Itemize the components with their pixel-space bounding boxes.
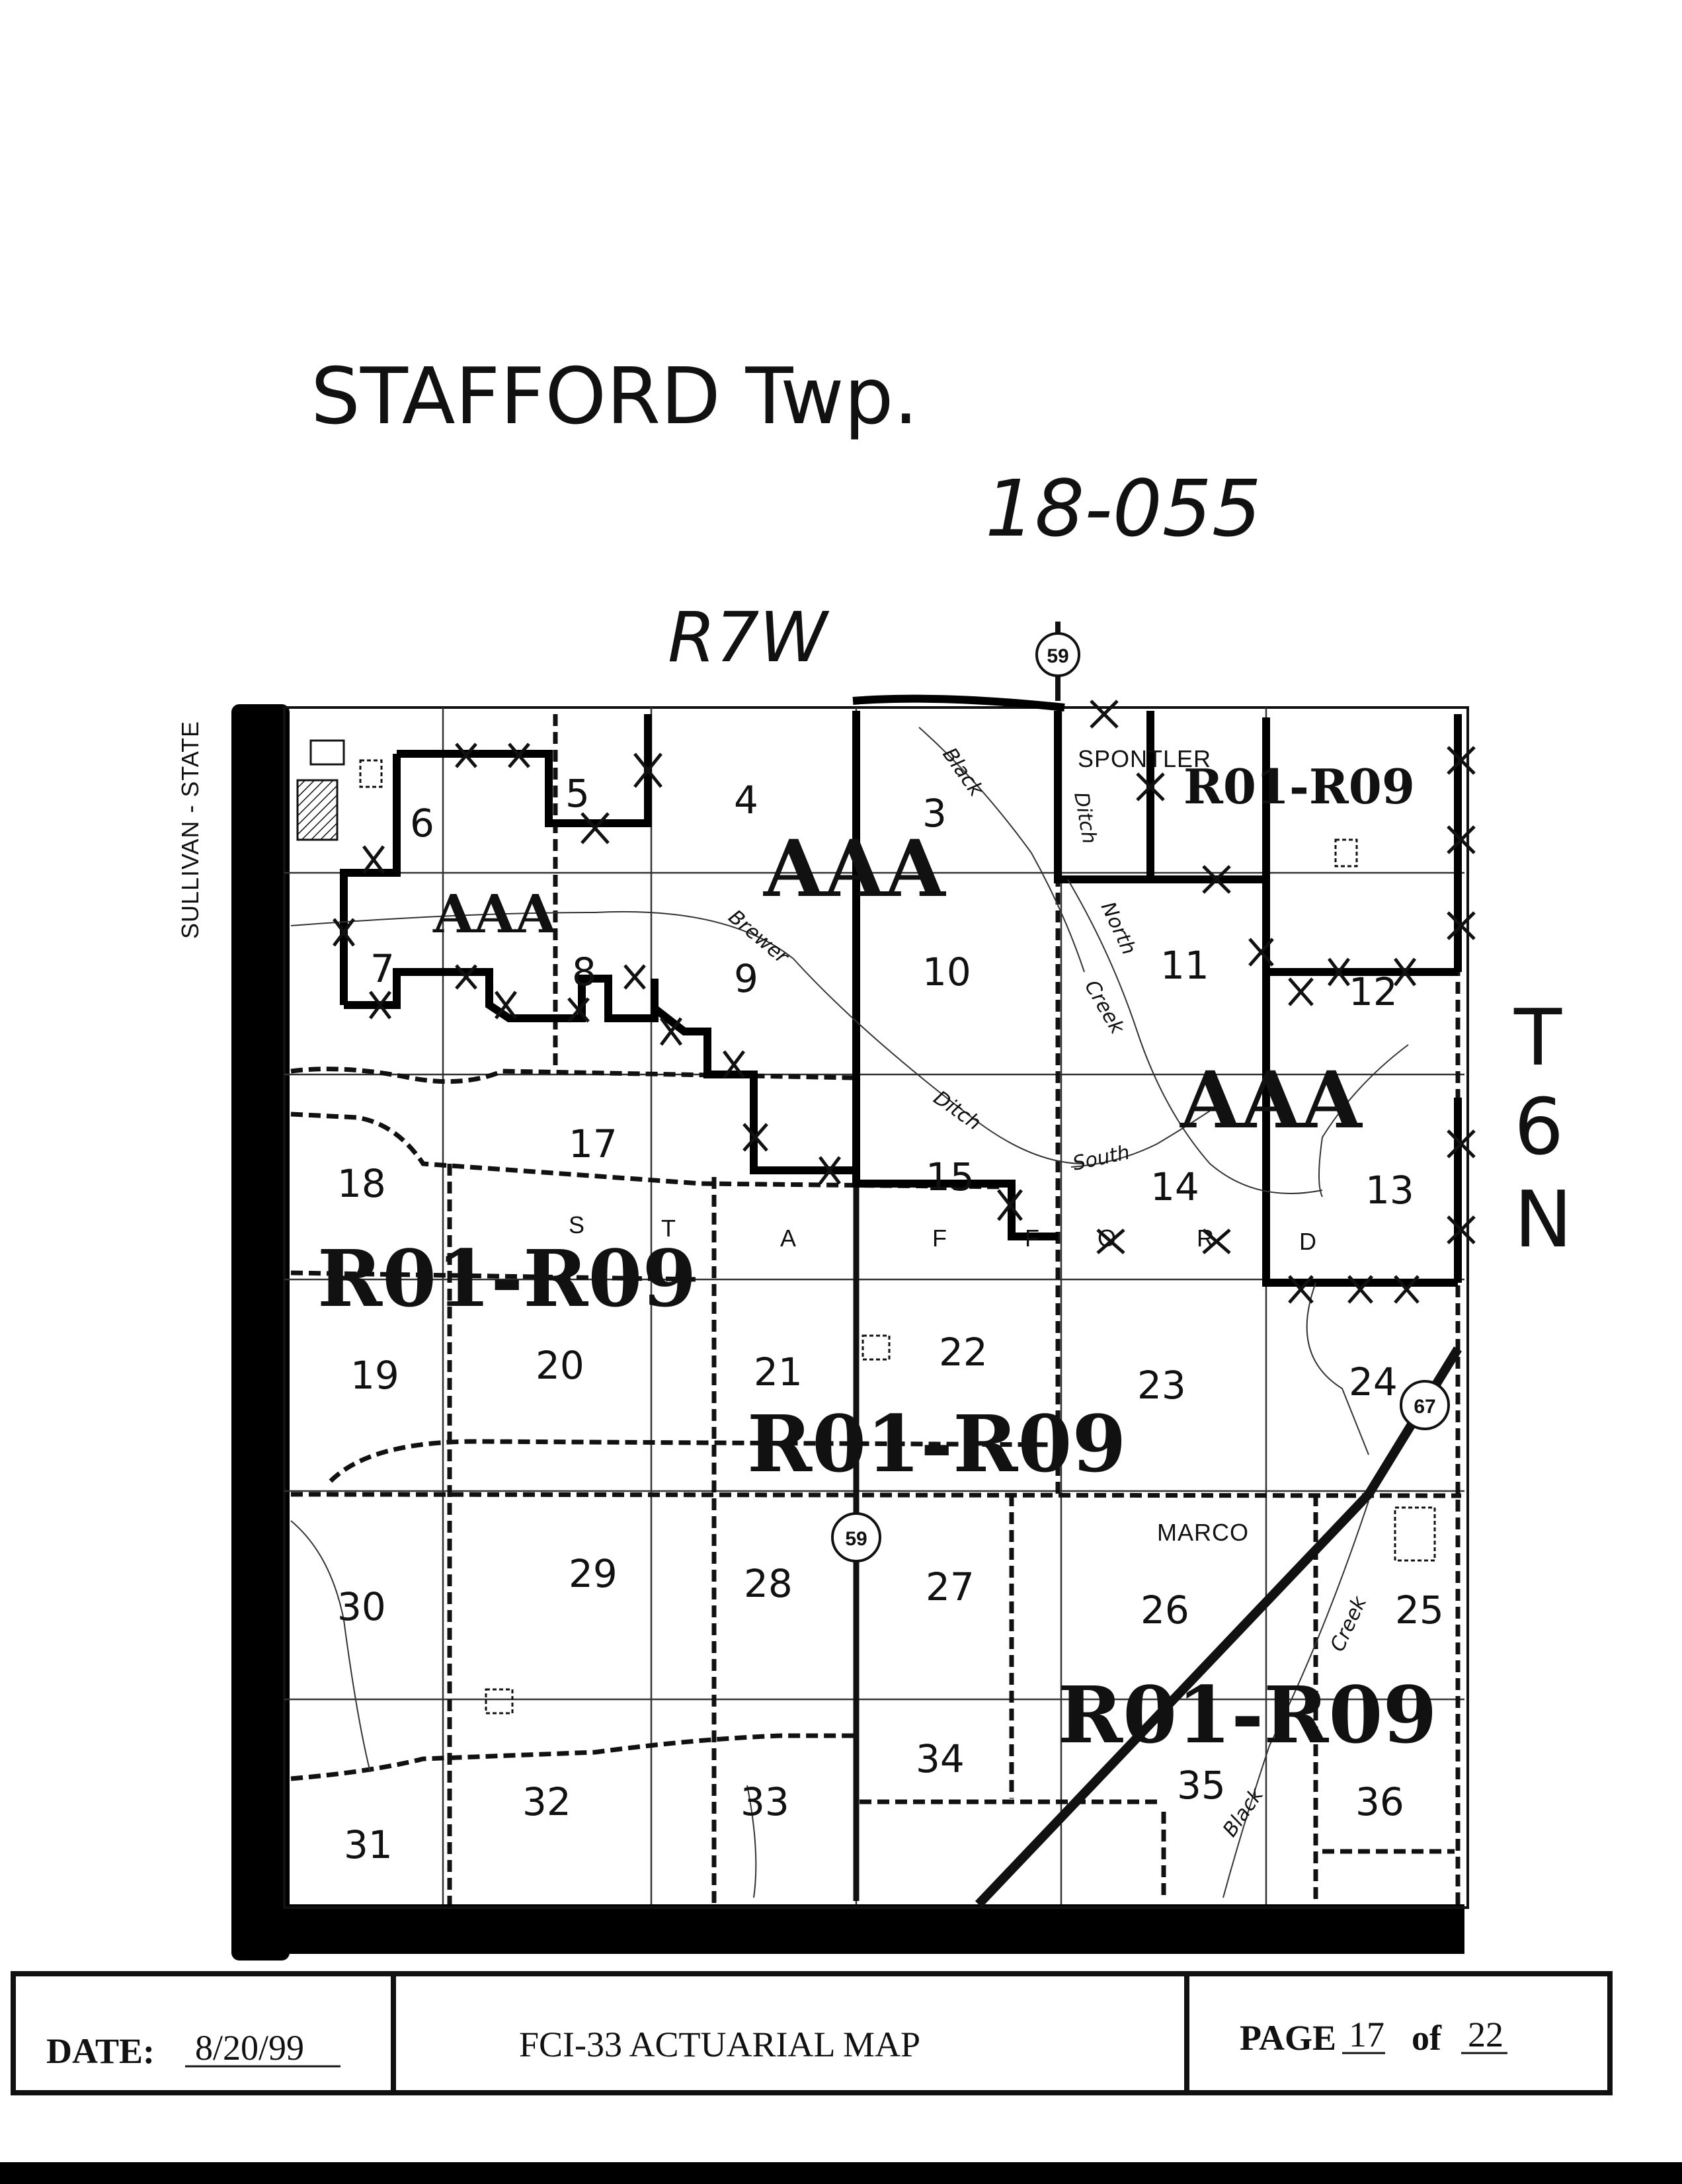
section-14: 14 [1150, 1164, 1199, 1209]
section-36: 36 [1355, 1779, 1404, 1824]
section-8: 8 [572, 950, 596, 994]
section-32: 32 [522, 1779, 571, 1824]
svg-text:67: 67 [1414, 1396, 1435, 1418]
roads [290, 714, 1462, 1904]
township-code: 18-055 [985, 463, 1262, 554]
footer-box: DATE: 8/20/99 FCI-33 ACTUARIAL MAP PAGE … [11, 1971, 1613, 2095]
highway-shield-59-mid: 59 [831, 1512, 881, 1562]
section-9: 9 [734, 956, 758, 1001]
south-county-boundary [231, 1904, 1464, 1954]
highway-shield-59-top: 59 [1035, 622, 1080, 701]
page-total: 22 [1468, 2015, 1503, 2054]
zone-r01-r09-southeast: R01-R09 [1058, 1669, 1437, 1761]
section-4: 4 [734, 778, 758, 823]
section-25: 25 [1395, 1588, 1444, 1633]
township-letter-d: D [1299, 1228, 1317, 1255]
section-22: 22 [939, 1330, 988, 1375]
township-letter-r: R [1197, 1225, 1215, 1252]
section-6: 6 [410, 801, 434, 846]
section-12: 12 [1349, 969, 1398, 1014]
section-28: 28 [744, 1561, 793, 1606]
town-marco: MARCO [1157, 1519, 1249, 1546]
section-5: 5 [565, 771, 590, 816]
page-number: 17 [1349, 2015, 1384, 2054]
section-35: 35 [1177, 1763, 1226, 1808]
tier-label-6: 6 [1514, 1081, 1564, 1172]
scan-edge [0, 2162, 1682, 2184]
page-label: PAGE [1240, 2018, 1336, 2058]
west-county-boundary [231, 704, 290, 1961]
tier-label-t: T [1513, 992, 1562, 1083]
section-19: 19 [350, 1353, 399, 1398]
zone-r01-r09-west: R01-R09 [317, 1233, 697, 1324]
township-letter-a: A [780, 1225, 797, 1252]
section-30: 30 [337, 1584, 386, 1629]
township-map: SULLIVAN - STATE 3 4 5 6 7 8 9 10 11 12 … [177, 622, 1476, 1961]
label-creek-north: Creek [1080, 977, 1129, 1039]
label-north: North [1096, 899, 1141, 959]
label-ditch-north: Ditch [1069, 790, 1101, 846]
section-18: 18 [337, 1161, 386, 1206]
zone-r01-r09-northeast: R01-R09 [1183, 758, 1415, 815]
streams [290, 727, 1409, 1898]
date-label: DATE: [46, 2031, 155, 2071]
section-20: 20 [536, 1343, 584, 1388]
section-24: 24 [1349, 1359, 1398, 1404]
map-frame [283, 706, 1469, 1909]
zone-aaa-east: AAA [1180, 1054, 1363, 1146]
range-label: R7W [668, 597, 830, 678]
section-21: 21 [754, 1350, 803, 1395]
township-letter-f2: F [1025, 1225, 1040, 1252]
town-spontler: SPONTLER [1078, 745, 1211, 772]
section-3: 3 [922, 791, 947, 836]
section-17: 17 [569, 1121, 618, 1166]
township-letter-s: S [569, 1211, 585, 1238]
section-29: 29 [569, 1551, 618, 1596]
section-34: 34 [916, 1736, 965, 1781]
section-13: 13 [1365, 1168, 1414, 1213]
section-11: 11 [1160, 943, 1209, 988]
adjacent-county-label: SULLIVAN - STATE [177, 721, 204, 939]
section-23: 23 [1137, 1363, 1186, 1408]
section-33: 33 [741, 1779, 789, 1824]
tier-label-n: N [1514, 1174, 1572, 1265]
map-title: FCI-33 ACTUARIAL MAP [519, 2025, 920, 2064]
section-15: 15 [926, 1154, 975, 1199]
section-27: 27 [926, 1564, 975, 1609]
label-black-south: Black [1219, 1783, 1269, 1841]
boundary-x-marks [333, 700, 1476, 1304]
svg-text:59: 59 [1047, 645, 1068, 667]
place-names: SPONTLER MARCO S T A F F O R D [569, 745, 1317, 1546]
township-letter-o: O [1098, 1225, 1117, 1252]
section-7: 7 [370, 946, 395, 991]
page-of: of [1412, 2018, 1442, 2058]
zone-labels: AAA AAA AAA R01-R09 R01-R09 R01-R09 R01-… [317, 758, 1437, 1761]
section-10: 10 [922, 950, 971, 994]
zone-boundaries [340, 694, 1462, 1287]
zone-aaa-north: AAA [763, 823, 946, 914]
zone-aaa-west: AAA [432, 883, 557, 945]
svg-text:59: 59 [845, 1528, 867, 1550]
zone-r01-r09-center: R01-R09 [747, 1398, 1127, 1490]
date-value: 8/20/99 [195, 2028, 304, 2068]
section-31: 31 [344, 1822, 393, 1867]
label-south: South [1070, 1141, 1132, 1175]
highway-shield-67: 67 [1400, 1380, 1450, 1430]
township-letter-t: T [661, 1215, 676, 1242]
township-letter-f1: F [932, 1225, 947, 1252]
label-ditch-center: Ditch [929, 1086, 985, 1135]
township-title: STAFFORD Twp. [311, 350, 918, 442]
section-numbers: 3 4 5 6 7 8 9 10 11 12 13 14 15 17 18 19… [337, 771, 1444, 1867]
section-26: 26 [1141, 1588, 1189, 1633]
map-symbols [296, 739, 1436, 1715]
